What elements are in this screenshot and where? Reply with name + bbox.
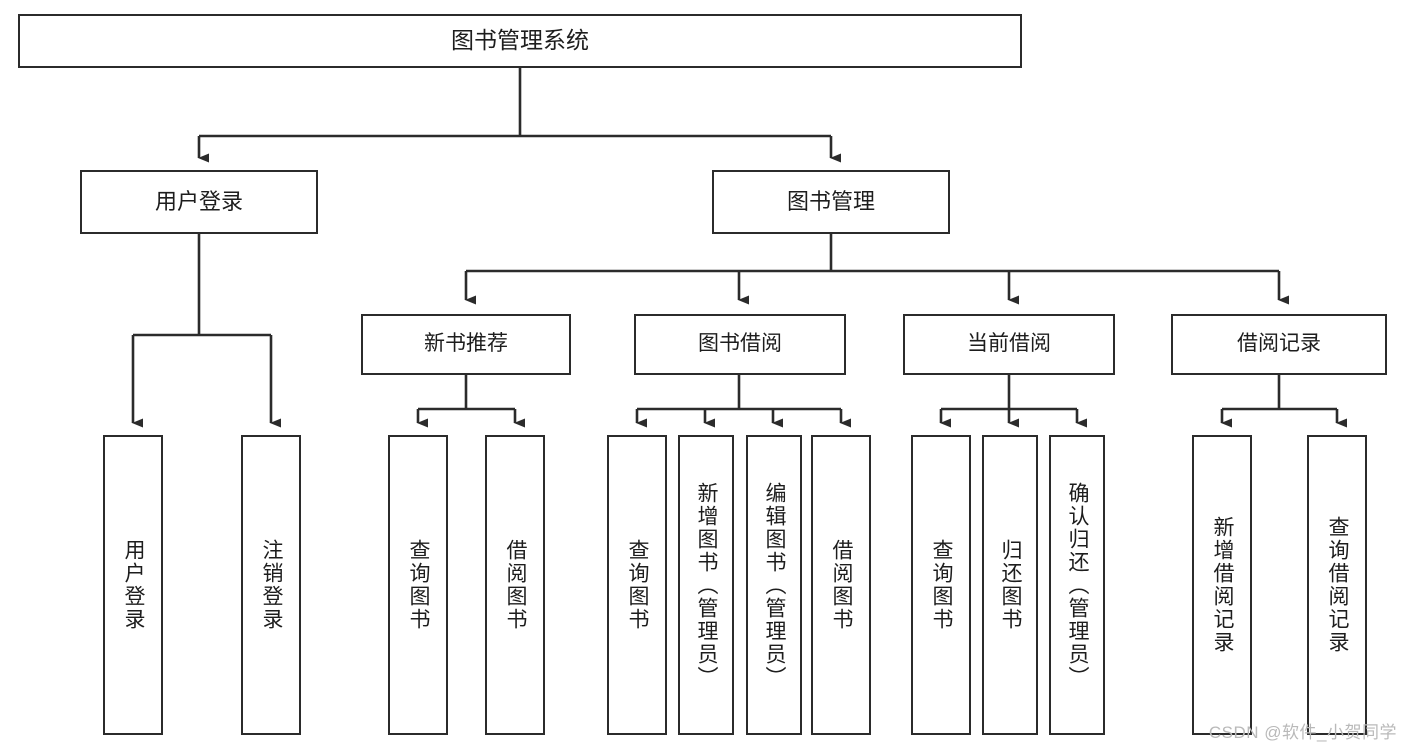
node-label: 查询借阅记录 — [1326, 516, 1350, 654]
leaf-newbook-borrow-book[interactable]: 借阅图书 — [485, 435, 545, 735]
node-book-management[interactable]: 图书管理 — [712, 170, 950, 234]
leaf-borrow-add-book-admin[interactable]: 新增图书（管理员） — [678, 435, 734, 735]
node-label: 用户登录 — [122, 539, 146, 631]
leaf-borrow-edit-book-admin[interactable]: 编辑图书（管理员） — [746, 435, 802, 735]
node-borrow-record[interactable]: 借阅记录 — [1171, 314, 1387, 375]
node-label: 新书推荐 — [424, 332, 508, 356]
leaf-borrow-query-book[interactable]: 查询图书 — [607, 435, 667, 735]
node-label: 用户登录 — [154, 189, 243, 215]
edges-root-to-level1 — [197, 68, 841, 163]
node-label: 查询图书 — [626, 539, 650, 631]
node-user-login[interactable]: 用户登录 — [80, 170, 318, 234]
edges-user-login-to-leaves — [131, 234, 281, 428]
node-label: 注销登录 — [260, 539, 284, 631]
node-label: 图书借阅 — [698, 332, 782, 356]
node-label: 新增图书（管理员） — [695, 481, 719, 689]
leaf-logout[interactable]: 注销登录 — [241, 435, 301, 735]
node-label: 借阅图书 — [504, 539, 528, 631]
leaf-user-login[interactable]: 用户登录 — [103, 435, 163, 735]
leaf-current-confirm-return-admin[interactable]: 确认归还（管理员） — [1049, 435, 1105, 735]
node-label: 新增借阅记录 — [1211, 516, 1235, 654]
node-book-borrow[interactable]: 图书借阅 — [634, 314, 846, 375]
edges-borrow-record-to-leaves — [1220, 375, 1347, 428]
leaf-borrow-borrow-book[interactable]: 借阅图书 — [811, 435, 871, 735]
node-label: 图书管理 — [786, 189, 875, 215]
leaf-newbook-query-book[interactable]: 查询图书 — [388, 435, 448, 735]
node-label: 借阅图书 — [830, 539, 854, 631]
edges-book-borrow-to-leaves — [635, 375, 851, 428]
node-label: 确认归还（管理员） — [1066, 481, 1090, 689]
node-root-system[interactable]: 图书管理系统 — [18, 14, 1022, 68]
node-new-book-recommend[interactable]: 新书推荐 — [361, 314, 571, 375]
leaf-record-add-borrow-record[interactable]: 新增借阅记录 — [1192, 435, 1252, 735]
edges-book-mgmt-to-level2 — [464, 234, 1289, 305]
node-label: 归还图书 — [999, 539, 1023, 631]
node-label: 查询图书 — [930, 539, 954, 631]
node-label: 编辑图书（管理员） — [763, 481, 787, 689]
node-label: 图书管理系统 — [451, 27, 589, 54]
node-label: 当前借阅 — [967, 332, 1051, 356]
leaf-current-query-book[interactable]: 查询图书 — [911, 435, 971, 735]
node-label: 查询图书 — [407, 539, 431, 631]
leaf-record-query-borrow-record[interactable]: 查询借阅记录 — [1307, 435, 1367, 735]
leaf-current-return-book[interactable]: 归还图书 — [982, 435, 1038, 735]
edges-new-book-to-leaves — [416, 375, 525, 428]
node-label: 借阅记录 — [1237, 332, 1321, 356]
edges-current-borrow-to-leaves — [939, 375, 1087, 428]
node-current-borrow[interactable]: 当前借阅 — [903, 314, 1115, 375]
